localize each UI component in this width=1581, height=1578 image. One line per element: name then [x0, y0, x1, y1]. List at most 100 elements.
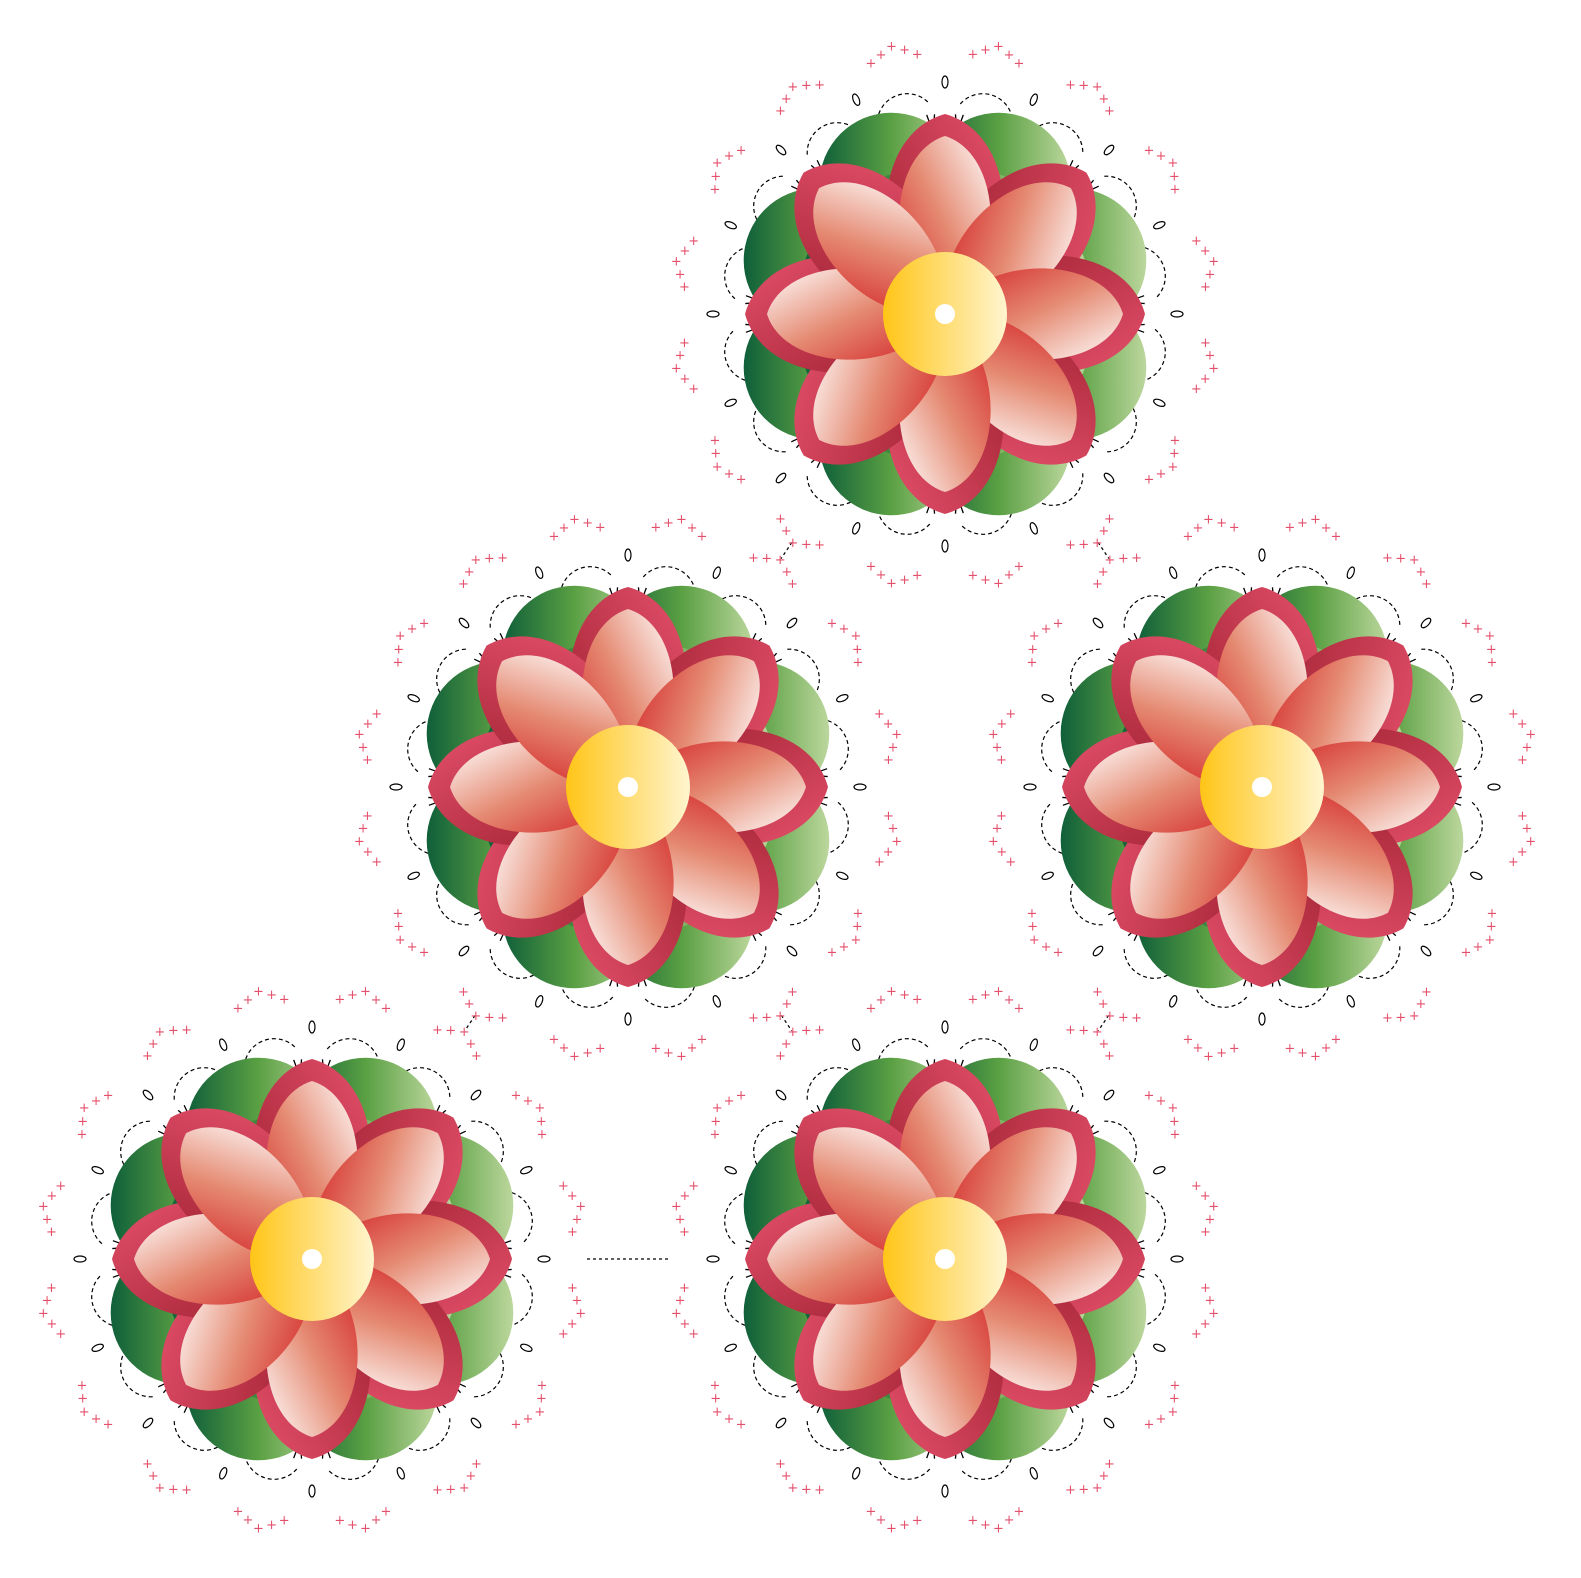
sc-plus: + [1460, 946, 1471, 961]
sc-plus: + [419, 946, 430, 961]
sc-plus: + [432, 1023, 443, 1038]
chain-oval [1041, 693, 1054, 703]
sc-plus: + [712, 1405, 723, 1420]
chain-oval [1041, 871, 1054, 881]
sc-plus: + [168, 1024, 179, 1039]
sc-plus: + [1005, 707, 1016, 722]
sc-plus: + [1395, 1010, 1406, 1025]
sc-plus: + [360, 1522, 371, 1537]
chain-oval [851, 522, 861, 535]
sc-plus: + [899, 988, 910, 1003]
chain-oval [786, 945, 799, 958]
sc-plus: + [445, 1024, 456, 1039]
sc-plus: + [393, 906, 404, 921]
sc-plus: + [875, 993, 886, 1008]
chain-oval [1259, 1013, 1265, 1025]
sc-plus: + [1183, 1032, 1194, 1047]
sc-plus: + [993, 39, 1004, 54]
sc-plus: + [459, 1481, 470, 1496]
chain-oval [1420, 945, 1433, 958]
sc-plus: + [1014, 57, 1025, 72]
sc-plus: + [1216, 1046, 1227, 1061]
sc-plus: + [912, 1514, 923, 1529]
sc-plus: + [534, 1405, 545, 1420]
sc-plus: + [736, 1418, 747, 1433]
sc-plus: + [1508, 855, 1519, 870]
sc-plus: + [992, 741, 1003, 756]
sc-plus: + [91, 1412, 102, 1427]
chain-oval [1024, 784, 1036, 790]
sc-plus: + [724, 1094, 735, 1109]
chain-oval [1103, 1089, 1116, 1102]
sc-plus: + [675, 1213, 686, 1228]
sc-plus: + [1167, 1405, 1178, 1420]
sc-plus: + [912, 48, 923, 63]
chain-oval [396, 1038, 406, 1051]
sc-plus: + [1310, 1050, 1321, 1065]
sc-plus: + [967, 993, 978, 1008]
sc-plus: + [142, 1457, 153, 1472]
sc-plus: + [242, 1513, 253, 1528]
chain-oval [942, 76, 948, 88]
sc-plus: + [1004, 1513, 1015, 1528]
chain-oval [1171, 1256, 1183, 1262]
sc-plus: + [775, 1009, 786, 1024]
sc-plus: + [1167, 460, 1178, 475]
sc-plus: + [1203, 512, 1214, 527]
sc-plus: + [362, 809, 373, 824]
sc-plus: + [787, 1025, 798, 1040]
chain-oval [942, 540, 948, 552]
sc-plus: + [79, 1405, 90, 1420]
chain-oval [458, 617, 471, 630]
chain-oval [851, 1038, 861, 1051]
sc-plus: + [679, 336, 690, 351]
chain-oval [407, 871, 420, 881]
sc-plus: + [710, 1392, 721, 1407]
sc-plus: + [458, 985, 469, 1000]
sc-plus: + [371, 1513, 382, 1528]
sc-plus: + [1143, 1418, 1154, 1433]
sc-plus: + [1200, 280, 1211, 295]
sc-plus: + [761, 1010, 772, 1025]
sc-plus: + [1143, 473, 1154, 488]
sc-plus: + [899, 43, 910, 58]
sc-plus: + [1229, 521, 1240, 536]
chain-oval [707, 311, 719, 317]
sc-plus: + [253, 1522, 264, 1537]
sc-plus: + [814, 1023, 825, 1038]
sc-plus: + [1027, 906, 1038, 921]
sc-plus: + [688, 1179, 699, 1194]
sc-plus: + [1284, 1042, 1295, 1057]
sc-plus: + [712, 156, 723, 171]
sc-plus: + [650, 1042, 661, 1057]
chain-oval [1103, 1417, 1116, 1430]
sc-plus: + [724, 467, 735, 482]
chain-oval [625, 549, 631, 561]
sc-plus: + [967, 1514, 978, 1529]
sc-plus: + [395, 629, 406, 644]
sc-plus: + [912, 993, 923, 1008]
sc-plus: + [407, 622, 418, 637]
sc-plus: + [347, 988, 358, 1003]
sc-plus: + [993, 577, 1004, 592]
sc-plus: + [1004, 568, 1015, 583]
sc-plus: + [1382, 1011, 1393, 1026]
center-hole [935, 1249, 955, 1269]
sc-plus: + [993, 984, 1004, 999]
sc-plus: + [1200, 1225, 1211, 1240]
sc-plus: + [582, 516, 593, 531]
sc-plus: + [354, 835, 365, 850]
sc-plus: + [77, 1114, 88, 1129]
chain-oval [1153, 1343, 1166, 1353]
sc-plus: + [1092, 1481, 1103, 1496]
sc-plus: + [886, 984, 897, 999]
sc-plus: + [38, 1307, 49, 1322]
sc-plus: + [1409, 1009, 1420, 1024]
sc-plus: + [549, 1032, 560, 1047]
sc-plus: + [1203, 1050, 1214, 1065]
chain-oval [851, 93, 861, 106]
sc-plus: + [1104, 1049, 1115, 1064]
sc-plus: + [748, 551, 759, 566]
chain-oval [470, 1417, 483, 1430]
sc-plus: + [875, 568, 886, 583]
